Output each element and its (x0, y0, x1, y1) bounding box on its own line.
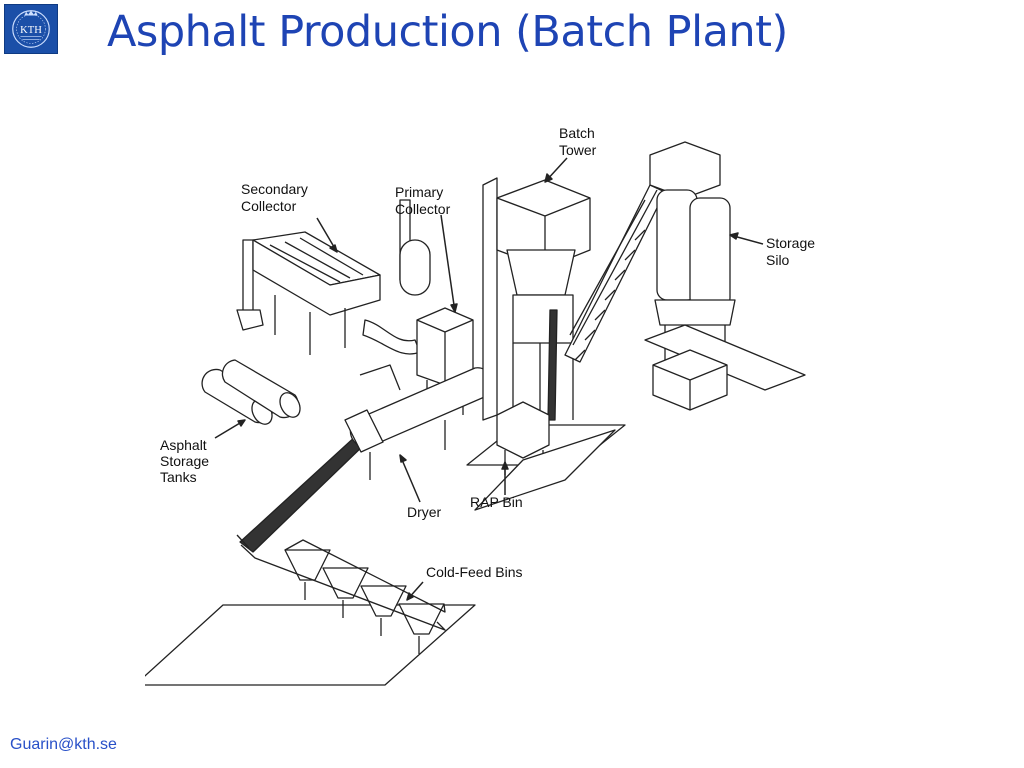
label-rap-bin: RAP Bin (470, 494, 523, 510)
label-secondary-collector-2: Collector (241, 198, 297, 214)
feed-conveyor (236, 434, 368, 553)
cold-feed-bins (145, 539, 476, 686)
asphalt-storage-tanks (201, 359, 301, 425)
label-asphalt-tanks-1: Asphalt (160, 437, 207, 453)
diagram-svg: Batch Tower Secondary Collector Primary … (145, 125, 815, 686)
rap-bin (474, 401, 616, 511)
label-cold-feed-bins: Cold-Feed Bins (426, 564, 523, 580)
diagram-labels: Batch Tower Secondary Collector Primary … (160, 125, 815, 580)
label-arrows (214, 157, 764, 601)
loadout-bin (652, 349, 728, 411)
label-storage-silo-1: Storage (766, 235, 815, 251)
secondary-collector (236, 231, 381, 355)
storage-silo (644, 141, 806, 391)
footer-email: Guarin@kth.se (10, 736, 117, 753)
label-primary-collector-1: Primary (395, 184, 443, 200)
label-asphalt-tanks-2: Storage (160, 453, 209, 469)
kth-logo: KTH (4, 4, 58, 54)
batch-plant-diagram: Batch Tower Secondary Collector Primary … (145, 120, 835, 710)
page-title: Asphalt Production (Batch Plant) (107, 7, 788, 57)
logo-text: KTH (20, 25, 42, 36)
label-secondary-collector-1: Secondary (241, 181, 308, 197)
label-dryer: Dryer (407, 504, 442, 520)
label-storage-silo-2: Silo (766, 252, 790, 268)
label-primary-collector-2: Collector (395, 201, 451, 217)
label-batch-tower-2: Tower (559, 142, 597, 158)
silo-conveyor (564, 184, 666, 363)
label-asphalt-tanks-3: Tanks (160, 469, 197, 485)
label-batch-tower-1: Batch (559, 125, 595, 141)
primary-collector (399, 239, 474, 415)
